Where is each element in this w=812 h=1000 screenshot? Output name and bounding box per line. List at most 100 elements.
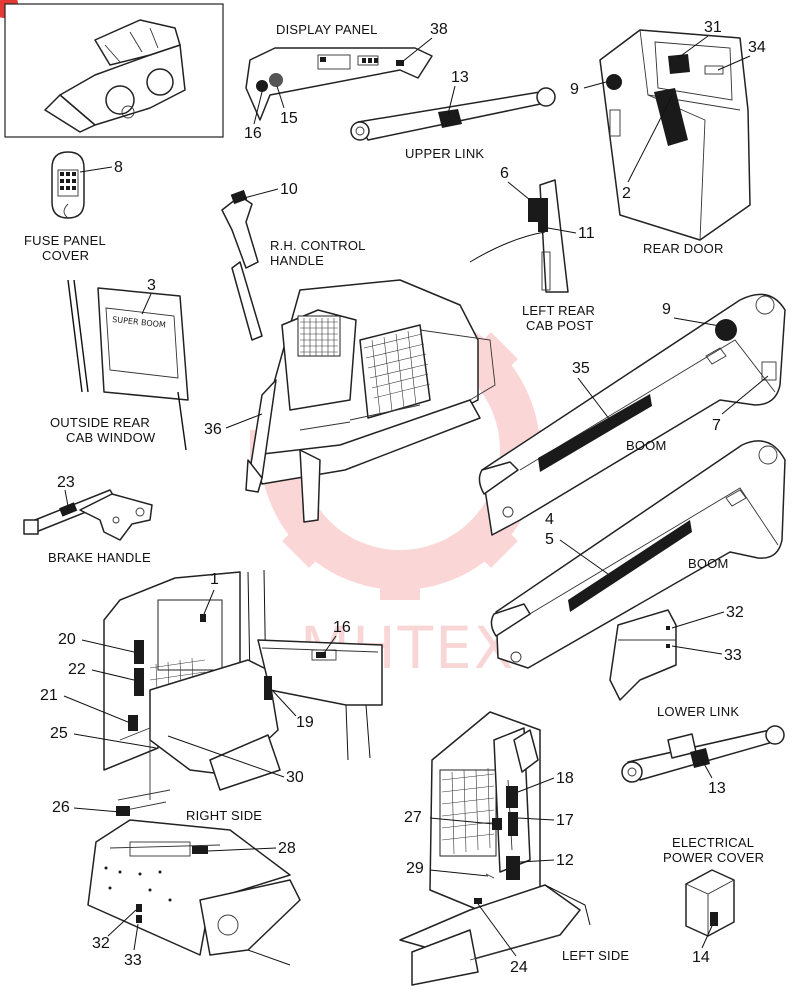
callout-7: 7 <box>712 417 721 434</box>
callout-29: 29 <box>406 860 424 877</box>
outside-rear-cab-window-part: SUPER BOOM <box>67 279 189 451</box>
right-side-cab-part <box>103 569 383 813</box>
leader-1 <box>203 589 215 615</box>
callout-3: 3 <box>147 277 156 294</box>
leader-7 <box>721 375 769 415</box>
leader-11 <box>547 227 577 234</box>
leader-28 <box>207 847 277 852</box>
callout-20: 20 <box>58 631 76 648</box>
label-rear-door: REAR DOOR <box>643 241 724 256</box>
label-brake-handle: BRAKE HANDLE <box>48 550 151 565</box>
callout-35: 35 <box>572 360 590 377</box>
callout-12: 12 <box>556 852 574 869</box>
callout-9b: 9 <box>662 301 671 318</box>
leader-12 <box>519 859 555 863</box>
callout-13: 13 <box>451 69 469 86</box>
label-upper-link: UPPER LINK <box>405 146 484 161</box>
leader-34 <box>717 55 751 71</box>
callout-32a: 32 <box>726 604 744 621</box>
rh-control-handle-part <box>221 189 263 341</box>
callout-17: 17 <box>556 812 574 829</box>
callout-22: 22 <box>68 661 86 678</box>
leader-3 <box>141 293 152 315</box>
leader-20 <box>81 639 135 653</box>
leader-16b <box>321 635 337 657</box>
leader-19 <box>271 689 297 717</box>
callout-10: 10 <box>280 181 298 198</box>
lower-link-part <box>621 725 785 783</box>
leader-6 <box>507 181 531 201</box>
label-right-side: RIGHT SIDE <box>186 808 262 823</box>
leader-21 <box>63 695 129 723</box>
left-rear-cab-post-part <box>469 179 569 293</box>
callout-8: 8 <box>114 159 123 176</box>
leader-31 <box>677 35 709 59</box>
label-rh-control-line1: R.H. CONTROL <box>270 238 366 253</box>
leader-33b <box>133 923 139 951</box>
label-outside-window-line2: CAB WINDOW <box>66 430 156 445</box>
display-panel-part <box>245 47 433 121</box>
label-rh-control-line2: HANDLE <box>270 253 324 268</box>
leader-36 <box>225 413 263 429</box>
leader-13b <box>701 759 713 779</box>
rear-door-part <box>599 29 751 241</box>
callout-11: 11 <box>578 225 595 242</box>
brake-handle-part <box>23 489 153 541</box>
leader-29 <box>429 869 489 877</box>
callout-4: 4 <box>545 511 554 528</box>
leader-9b <box>673 317 721 327</box>
label-left-side: LEFT SIDE <box>562 948 629 963</box>
callout-2: 2 <box>622 185 631 202</box>
leader-22 <box>91 669 135 681</box>
leader-8 <box>79 166 113 173</box>
callout-25: 25 <box>50 725 68 742</box>
label-lower-link: LOWER LINK <box>657 704 739 719</box>
callout-28: 28 <box>278 840 296 857</box>
bracket-32-33-part <box>609 609 677 701</box>
label-display-panel: DISPLAY PANEL <box>276 22 378 37</box>
callout-32b: 32 <box>92 935 110 952</box>
leader-17 <box>517 817 555 821</box>
leader-13 <box>447 85 456 115</box>
leader-9 <box>583 81 607 89</box>
leader-16 <box>253 91 263 125</box>
callout-14: 14 <box>692 949 710 966</box>
callout-26: 26 <box>52 799 70 816</box>
callout-16: 16 <box>244 125 262 142</box>
boom-upper-part <box>478 293 786 536</box>
leader-35 <box>577 377 611 421</box>
electrical-power-cover-part <box>685 869 735 937</box>
upper-link-part <box>350 87 556 141</box>
leader-2 <box>627 95 673 183</box>
leader-26 <box>73 807 121 813</box>
main-machine-part <box>245 279 496 523</box>
label-fuse-panel-line2: COVER <box>42 248 89 263</box>
leader-25 <box>73 733 157 749</box>
leader-24 <box>477 903 517 957</box>
leader-10 <box>243 188 279 199</box>
callout-9: 9 <box>570 81 579 98</box>
label-fuse-panel-line1: FUSE PANEL <box>24 233 106 248</box>
leader-23 <box>64 489 69 507</box>
leader-30 <box>167 735 285 778</box>
fuse-panel-cover-part <box>51 151 85 219</box>
label-left-rear-cab-post-line2: CAB POST <box>526 318 593 333</box>
callout-38: 38 <box>430 21 448 38</box>
label-left-rear-cab-post-line1: LEFT REAR <box>522 303 595 318</box>
callout-24: 24 <box>510 959 528 976</box>
callout-6: 6 <box>500 165 509 182</box>
callout-36: 36 <box>204 421 222 438</box>
leader-15 <box>276 85 285 109</box>
leader-27 <box>429 817 495 825</box>
callout-16b: 16 <box>333 619 351 636</box>
right-side-chassis-part <box>87 806 301 966</box>
leader-4-5 <box>559 539 609 575</box>
callout-5: 5 <box>545 531 554 548</box>
label-electrical-line2: POWER COVER <box>663 850 764 865</box>
leader-32b <box>107 909 137 937</box>
boom-lower-part <box>490 440 786 669</box>
leader-33a <box>671 645 723 655</box>
callout-1: 1 <box>210 571 219 588</box>
